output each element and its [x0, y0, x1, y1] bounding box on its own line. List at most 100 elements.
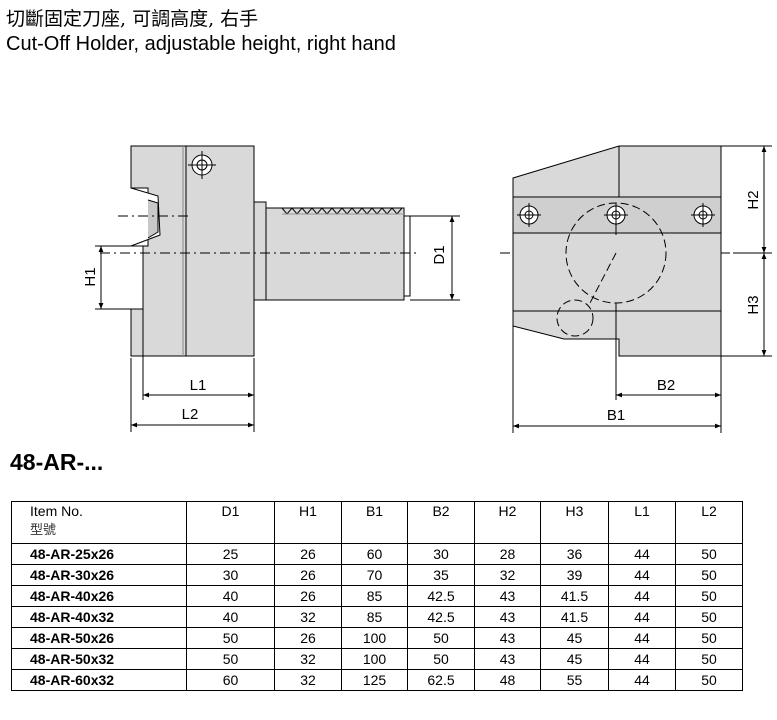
header-col: B1 [341, 501, 408, 544]
label-h1: H1 [82, 267, 99, 286]
cell-value: 30 [186, 564, 275, 586]
cell-value: 44 [608, 585, 676, 607]
cell-value: 42.5 [407, 585, 475, 607]
dimension-l1-l2 [130, 309, 255, 432]
cell-value: 45 [540, 648, 609, 670]
cell-value: 25 [186, 543, 275, 565]
front-view [512, 145, 722, 357]
item-number: 48-AR-40x26 [11, 585, 187, 607]
cell-value: 36 [540, 543, 609, 565]
cell-value: 50 [675, 648, 743, 670]
cell-value: 43 [474, 606, 541, 628]
dimension-h1 [95, 245, 143, 310]
cell-value: 70 [341, 564, 408, 586]
cell-value: 100 [341, 648, 408, 670]
label-l2: L2 [182, 406, 199, 423]
cell-value: 44 [608, 648, 676, 670]
side-view [130, 145, 411, 357]
table-header-row: Item No. 型號 D1 H1 B1 B2 H2 H3 L1 L2 [11, 501, 743, 544]
cell-value: 50 [186, 648, 275, 670]
label-b2: B2 [657, 377, 675, 394]
cell-value: 32 [274, 606, 342, 628]
cell-value: 44 [608, 669, 676, 691]
cell-value: 35 [407, 564, 475, 586]
cell-value: 50 [675, 585, 743, 607]
cell-value: 50 [675, 627, 743, 649]
cell-value: 50 [675, 669, 743, 691]
cell-value: 28 [474, 543, 541, 565]
item-number: 48-AR-30x26 [11, 564, 187, 586]
cell-value: 48 [474, 669, 541, 691]
cell-value: 40 [186, 606, 275, 628]
label-b1: B1 [607, 407, 625, 424]
cell-value: 43 [474, 627, 541, 649]
header-col: L2 [675, 501, 743, 544]
cell-value: 50 [675, 606, 743, 628]
cell-value: 44 [608, 564, 676, 586]
cell-value: 32 [274, 669, 342, 691]
cell-value: 85 [341, 606, 408, 628]
cell-value: 44 [608, 543, 676, 565]
cell-value: 45 [540, 627, 609, 649]
cell-value: 26 [274, 585, 342, 607]
cell-value: 50 [407, 627, 475, 649]
dimension-d1 [410, 215, 460, 301]
item-number: 48-AR-40x32 [11, 606, 187, 628]
cell-value: 55 [540, 669, 609, 691]
header-col: H3 [540, 501, 609, 544]
cell-value: 50 [186, 627, 275, 649]
technical-drawing: H1 D1 L1 L2 [82, 145, 772, 433]
label-d1: D1 [431, 245, 448, 264]
item-number: 48-AR-50x26 [11, 627, 187, 649]
header-col: D1 [186, 501, 275, 544]
cell-value: 26 [274, 627, 342, 649]
label-h2: H2 [745, 190, 762, 209]
cell-value: 62.5 [407, 669, 475, 691]
cell-value: 40 [186, 585, 275, 607]
header-col: H1 [274, 501, 342, 544]
cell-value: 41.5 [540, 585, 609, 607]
header-col: L1 [608, 501, 676, 544]
item-number: 48-AR-25x26 [11, 543, 187, 565]
cell-value: 60 [341, 543, 408, 565]
cell-value: 26 [274, 564, 342, 586]
cell-value: 50 [407, 648, 475, 670]
item-number: 48-AR-60x32 [11, 669, 187, 691]
cell-value: 43 [474, 648, 541, 670]
cell-value: 125 [341, 669, 408, 691]
header-col: B2 [407, 501, 475, 544]
cell-value: 26 [274, 543, 342, 565]
crosshair-screw-icon [517, 203, 715, 227]
cell-value: 41.5 [540, 606, 609, 628]
dimension-h2-h3 [721, 145, 772, 357]
label-h3: H3 [745, 295, 762, 314]
cell-value: 32 [274, 648, 342, 670]
cell-value: 85 [341, 585, 408, 607]
series-code: 48-AR-... [10, 449, 104, 475]
item-number: 48-AR-50x32 [11, 648, 187, 670]
spec-table: Item No. 型號 D1 H1 B1 B2 H2 H3 L1 L2 48-A… [11, 501, 743, 691]
label-l1: L1 [190, 377, 207, 394]
header-col: H2 [474, 501, 541, 544]
cell-value: 42.5 [407, 606, 475, 628]
cell-value: 100 [341, 627, 408, 649]
cell-value: 39 [540, 564, 609, 586]
cell-value: 43 [474, 585, 541, 607]
cell-value: 50 [675, 564, 743, 586]
cell-value: 50 [675, 543, 743, 565]
cell-value: 32 [474, 564, 541, 586]
crosshair-screw-icon [188, 151, 216, 179]
title-english: Cut-Off Holder, adjustable height, right… [6, 33, 396, 55]
dimension-b1-b2 [512, 303, 722, 433]
cell-value: 30 [407, 543, 475, 565]
header-item: Item No. 型號 [11, 501, 187, 544]
cell-value: 44 [608, 606, 676, 628]
cell-value: 60 [186, 669, 275, 691]
